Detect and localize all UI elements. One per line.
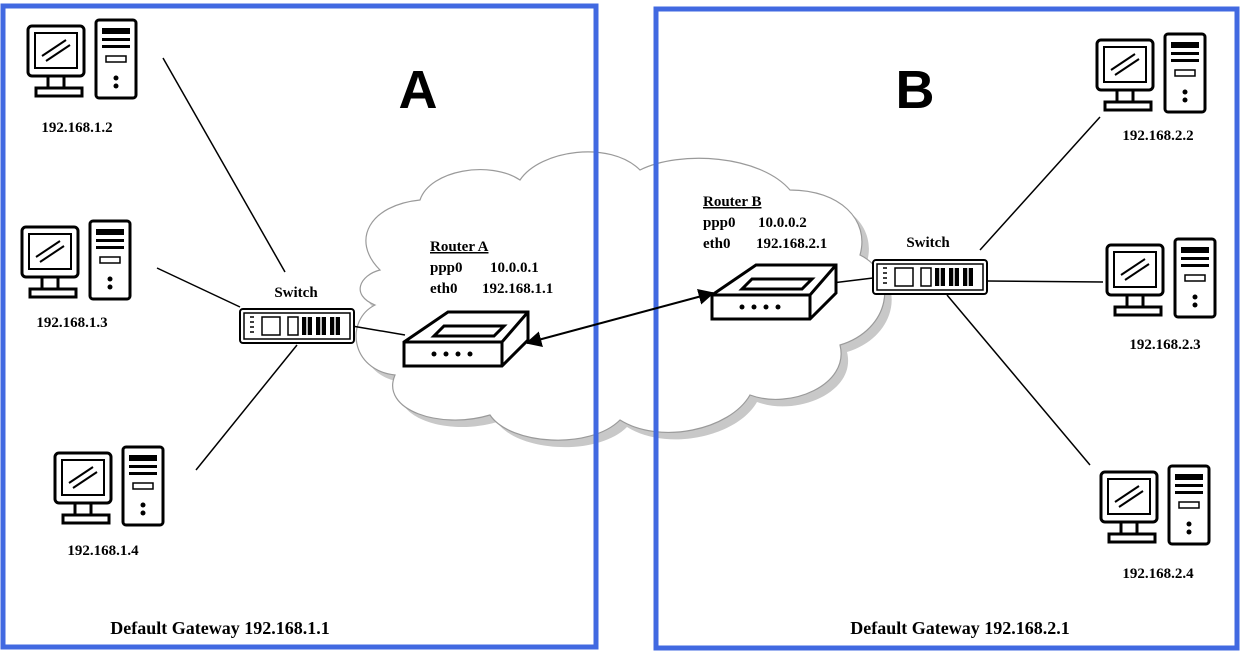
wan-link-arrow bbox=[525, 289, 715, 347]
links-b bbox=[831, 116, 1104, 466]
router-a-row-ip: 10.0.0.1 bbox=[490, 260, 539, 276]
router-a-row-iface: ppp0 bbox=[430, 260, 463, 276]
links-a bbox=[156, 57, 406, 471]
zone-a-letter: A bbox=[399, 60, 438, 120]
pc-icon bbox=[20, 219, 132, 301]
router-a-label: Router A ppp0 10.0.0.1 eth0 192.168.1.1 bbox=[430, 239, 553, 297]
router-b-row-ip: 10.0.0.2 bbox=[758, 215, 807, 231]
host-ip-label: 192.168.2.3 bbox=[1129, 337, 1200, 353]
zone-b-letter: B bbox=[896, 60, 935, 120]
pc-icon bbox=[53, 445, 165, 527]
host-ip-label: 192.168.1.4 bbox=[67, 543, 139, 559]
pc-icon bbox=[26, 18, 138, 100]
router-b-label: Router B ppp0 10.0.0.2 eth0 192.168.2.1 bbox=[703, 194, 827, 252]
router-a-row-ip: 192.168.1.1 bbox=[482, 281, 553, 297]
host-ip-label: 192.168.2.4 bbox=[1122, 566, 1194, 582]
switch-b-label: Switch bbox=[906, 235, 950, 251]
router-a-title: Router A bbox=[430, 239, 489, 255]
pc-icon bbox=[1095, 32, 1207, 114]
router-b-title: Router B bbox=[703, 194, 761, 210]
pc-icon bbox=[1099, 464, 1211, 546]
router-b-row-iface: ppp0 bbox=[703, 215, 736, 231]
host-ip-label: 192.168.2.2 bbox=[1122, 128, 1193, 144]
pc-icon bbox=[1105, 237, 1217, 319]
router-b-row-ip: 192.168.2.1 bbox=[756, 236, 827, 252]
router-a-row-iface: eth0 bbox=[430, 281, 458, 297]
host-ip-label: 192.168.1.2 bbox=[41, 120, 112, 136]
zone-a-gateway: Default Gateway 192.168.1.1 bbox=[110, 618, 329, 638]
zone-b-gateway: Default Gateway 192.168.2.1 bbox=[850, 618, 1069, 638]
switch-a-label: Switch bbox=[274, 285, 318, 301]
host-ip-label: 192.168.1.3 bbox=[36, 315, 107, 331]
switch-icon bbox=[872, 259, 988, 295]
switch-icon bbox=[239, 308, 355, 344]
router-b-row-iface: eth0 bbox=[703, 236, 731, 252]
